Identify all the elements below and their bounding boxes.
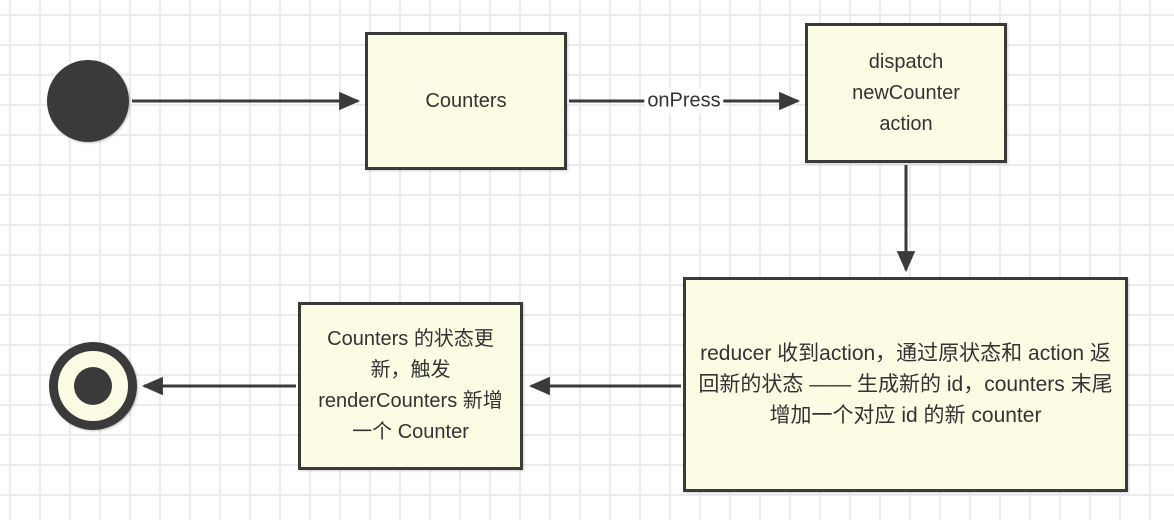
node-reducer-label: reducer 收到action，通过原状态和 action 返回新的状态 ——…	[698, 342, 1113, 427]
initial-state-node	[47, 60, 129, 142]
node-render-counters: Counters 的状态更新，触发 renderCounters 新增一个 Co…	[298, 302, 523, 470]
node-counters-label: Counters	[425, 90, 507, 112]
node-reducer-description: reducer 收到action，通过原状态和 action 返回新的状态 ——…	[683, 277, 1128, 492]
node-counters: Counters	[365, 32, 567, 170]
final-state-node	[49, 342, 137, 430]
edge-label-onpress: onPress	[644, 88, 724, 114]
node-render-label: Counters 的状态更新，触发 renderCounters 新增一个 Co…	[318, 328, 503, 443]
node-dispatch-newcounter-action: dispatch newCounter action	[805, 23, 1007, 163]
node-dispatch-label: dispatch newCounter action	[852, 50, 960, 135]
final-state-inner-dot	[74, 367, 112, 405]
